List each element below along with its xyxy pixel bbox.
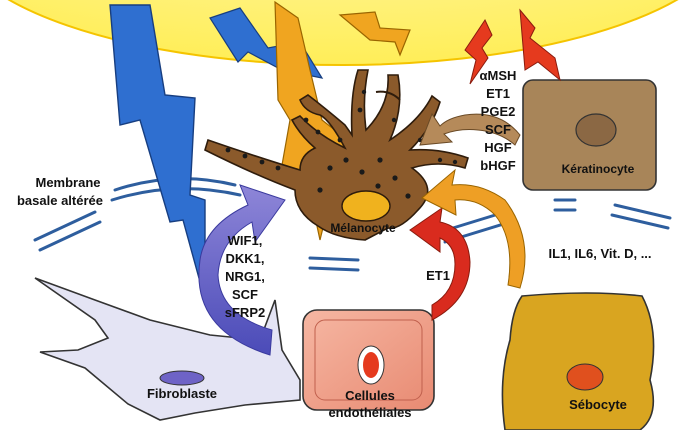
sun [7, 0, 679, 66]
sebocyte-nucleus [566, 363, 604, 391]
endothelial-label-line2: endothéliales [328, 405, 411, 420]
keratinocyte-factor-6: bHGF [480, 158, 515, 173]
arrow-keratinocyte-to-melanocyte [419, 112, 521, 146]
arrow-endothelial-to-melanocyte [409, 206, 471, 321]
melanocyte-dendrite-top [375, 90, 401, 101]
fibroblast-factor-5: sFRP2 [225, 305, 265, 320]
sebocyte-cell [501, 292, 655, 430]
fibroblaste-label: Fibroblaste [147, 386, 217, 401]
keratinocyte-label: Kératinocyte [562, 162, 635, 176]
fibroblast-factor-1: WIF1, [228, 233, 263, 248]
uv-ray-red-right [519, 8, 561, 82]
endothelial-factor: ET1 [426, 268, 450, 283]
keratinocyte-factor-5: HGF [484, 140, 512, 155]
uv-ray-red-left [464, 18, 493, 85]
sebocyte-label: Sébocyte [569, 397, 627, 412]
sebocyte-factors: IL1, IL6, Vit. D, ... [548, 246, 651, 261]
keratinocyte-factor-4: SCF [485, 122, 511, 137]
arrow-fibroblast-to-melanocyte [198, 184, 286, 356]
keratinocyte-factor-2: ET1 [486, 86, 510, 101]
fibroblast-factor-2: DKK1, [225, 251, 264, 266]
endothelial-label-line1: Cellules [345, 388, 395, 403]
melanocyte-cell [204, 69, 469, 241]
melanin-granules [225, 89, 458, 199]
melanocyte-nucleus [341, 190, 391, 222]
membrane-label-line2: basale altérée [17, 193, 103, 208]
melanocyte-label: Mélanocyte [330, 221, 396, 235]
arrow-sebocyte-to-melanocyte [421, 168, 526, 289]
keratinocyte-factor-3: PGE2 [481, 104, 516, 119]
uv-ray-orange-small [338, 11, 411, 57]
fibroblast-factor-3: NRG1, [225, 269, 265, 284]
fibroblast-cell [34, 277, 301, 421]
keratinocyte-nucleus [575, 113, 617, 147]
fibroblast-nucleus [159, 370, 205, 386]
membrane-label-line1: Membrane [35, 175, 100, 190]
endothelial-red-cell [363, 352, 379, 378]
fibroblast-factor-4: SCF [232, 287, 258, 302]
keratinocyte-factor-1: αMSH [480, 68, 517, 83]
endothelial-inner [314, 319, 423, 401]
